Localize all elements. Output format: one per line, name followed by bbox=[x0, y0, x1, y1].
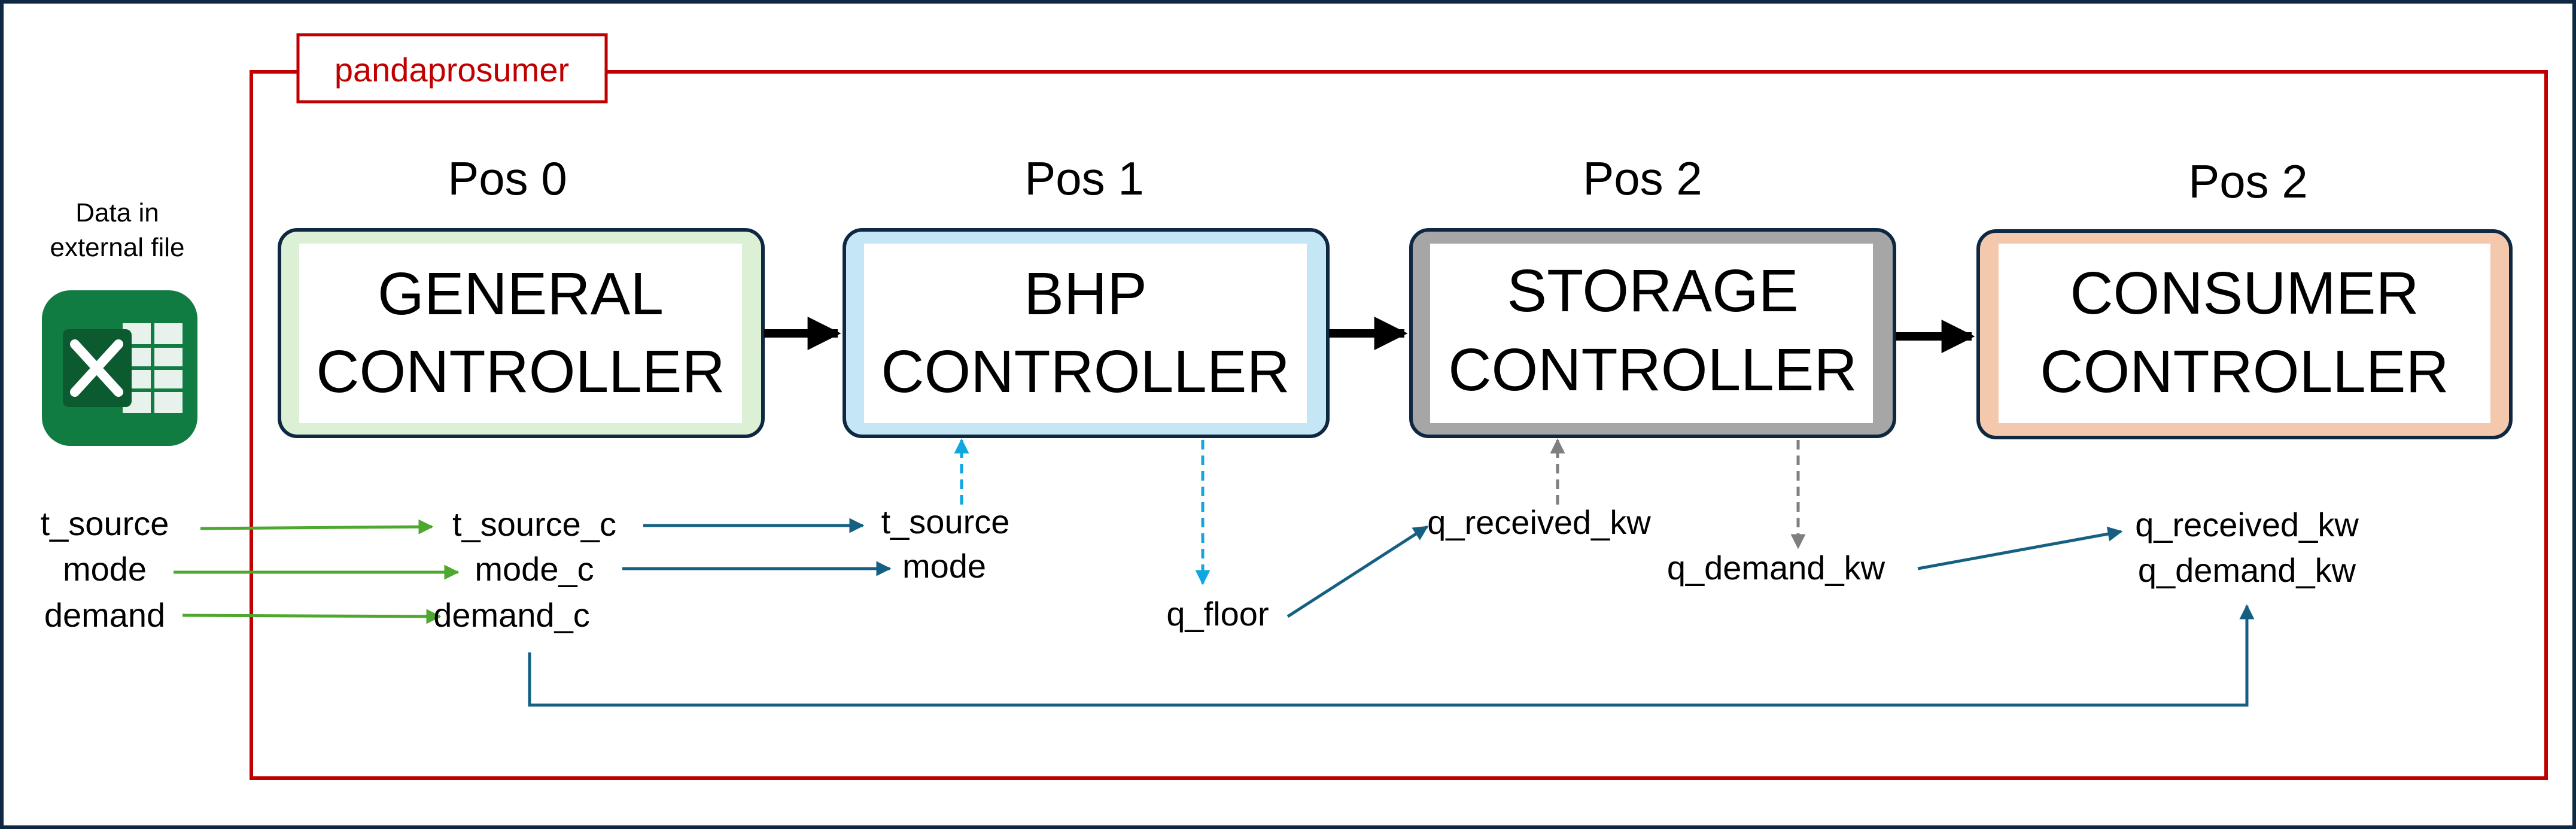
consumer-controller-line2: CONTROLLER bbox=[2040, 338, 2449, 405]
bhp-controller-box: BHP CONTROLLER bbox=[843, 228, 1330, 438]
position-label-0: Pos 0 bbox=[448, 152, 567, 205]
arrow-demand-to-general bbox=[182, 609, 442, 624]
consumer-input-q-received-kw: q_received_kw bbox=[2135, 506, 2359, 543]
arrow-q-floor-to-storage bbox=[1287, 525, 1429, 618]
storage-controller-box: STORAGE CONTROLLER bbox=[1409, 228, 1896, 438]
input-t-source: t_source bbox=[41, 505, 169, 542]
storage-controller-line1: STORAGE bbox=[1507, 257, 1798, 324]
general-output-demand-c: demand_c bbox=[433, 596, 590, 634]
external-label-line1: Data in bbox=[75, 198, 159, 227]
arrow-demand-c-to-consumer bbox=[528, 604, 2255, 707]
bhp-input-mode: mode bbox=[902, 547, 986, 585]
storage-input-q-received-kw: q_received_kw bbox=[1427, 503, 1651, 541]
arrow-storage-to-consumer bbox=[1917, 526, 2123, 570]
consumer-controller-line1: CONSUMER bbox=[2070, 260, 2419, 327]
storage-controller-line2: CONTROLLER bbox=[1448, 336, 1857, 403]
frame-title-box bbox=[296, 33, 608, 104]
consumer-input-q-demand-kw: q_demand_kw bbox=[2138, 551, 2356, 589]
external-label-line2: external file bbox=[50, 233, 184, 262]
general-controller-line1: GENERAL bbox=[378, 260, 664, 327]
bhp-controller-line2: CONTROLLER bbox=[881, 338, 1289, 405]
bhp-output-q-floor: q_floor bbox=[1166, 595, 1269, 633]
bhp-controller-line1: BHP bbox=[1024, 260, 1147, 327]
general-controller-line2: CONTROLLER bbox=[316, 338, 725, 405]
general-output-t-source-c: t_source_c bbox=[452, 505, 616, 543]
position-label-1: Pos 1 bbox=[1024, 152, 1143, 205]
arrow-t-source-to-general bbox=[200, 519, 434, 535]
input-demand: demand bbox=[44, 596, 165, 634]
consumer-controller-box: CONSUMER CONTROLLER bbox=[1976, 229, 2513, 439]
general-output-mode-c: mode_c bbox=[475, 550, 594, 588]
position-label-3: Pos 2 bbox=[2188, 155, 2307, 208]
pandaprosumer-frame bbox=[250, 70, 2548, 780]
excel-icon bbox=[42, 290, 197, 446]
position-label-2: Pos 2 bbox=[1583, 152, 1702, 205]
bhp-input-t-source: t_source bbox=[881, 503, 1010, 540]
input-mode: mode bbox=[63, 550, 147, 588]
storage-output-q-demand-kw: q_demand_kw bbox=[1667, 549, 1885, 587]
general-controller-box: GENERAL CONTROLLER bbox=[278, 228, 765, 438]
frame-title: pandaprosumer bbox=[334, 51, 569, 89]
